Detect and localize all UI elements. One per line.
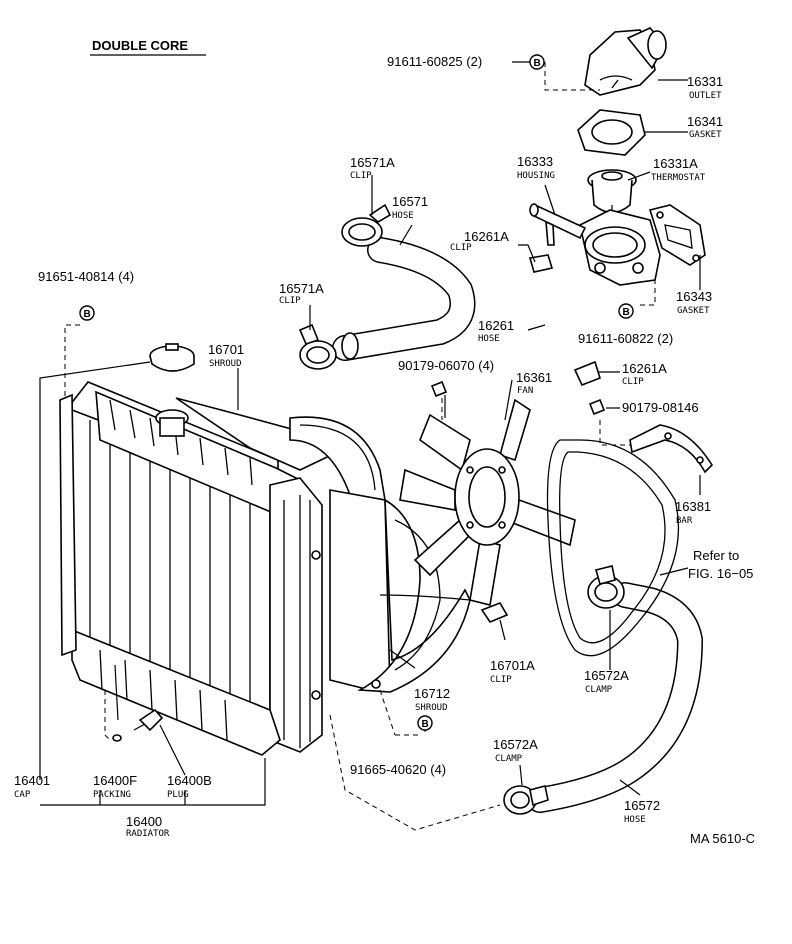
label-name-16261A-upper: CLIP — [450, 243, 472, 253]
bolt-90179-08146: 90179-08146 — [622, 400, 699, 415]
belt-outline — [546, 439, 680, 657]
thermostat — [587, 169, 637, 225]
label-name-16361: FAN — [517, 386, 533, 396]
refer-note-line-2: FIG. 16−05 — [688, 566, 753, 581]
label-name-16572A-lower: CLAMP — [495, 754, 523, 764]
hose-clip-upper — [528, 254, 554, 273]
label-name-16400: RADIATOR — [126, 829, 170, 839]
label-name-16701A: CLIP — [490, 675, 512, 685]
hose-clip-lower — [573, 360, 601, 387]
label-part-16701: 16701 — [208, 342, 244, 357]
bar — [629, 424, 714, 474]
label-part-16571: 16571 — [392, 194, 428, 209]
label-name-16701: SHROUD — [209, 359, 242, 369]
label-part-16261A-lower: 16261A — [622, 361, 667, 376]
label-name-16333: HOUSING — [517, 171, 555, 181]
diagram-title: DOUBLE CORE — [92, 38, 188, 53]
label-name-16571: HOSE — [392, 211, 414, 221]
label-part-16341: 16341 — [687, 114, 723, 129]
bolt-fan — [430, 380, 448, 398]
label-name-16261A-lower: CLIP — [622, 377, 644, 387]
label-part-16712: 16712 — [414, 686, 450, 701]
label-part-16400F: 16400F — [93, 773, 137, 788]
label-part-16343: 16343 — [676, 289, 712, 304]
label-part-16381: 16381 — [675, 499, 711, 514]
label-part-16331A: 16331A — [653, 156, 698, 171]
label-name-16343: GASKET — [677, 306, 710, 316]
label-name-16400B: PLUG — [167, 790, 189, 800]
label-part-16400: 16400 — [126, 814, 162, 829]
label-name-16572A-upper: CLAMP — [585, 685, 613, 695]
figure-code: MA 5610-C — [690, 831, 755, 846]
label-part-16571A-lower: 16571A — [279, 281, 324, 296]
label-part-16571A-upper: 16571A — [350, 155, 395, 170]
label-part-16333: 16333 — [517, 154, 553, 169]
bolt-91651-40814: 91651-40814 (4) — [38, 269, 134, 284]
label-name-16341: GASKET — [689, 130, 722, 140]
label-part-16361: 16361 — [516, 370, 552, 385]
outlet-gasket — [577, 109, 646, 156]
label-part-16261: 16261 — [478, 318, 514, 333]
bolt-bar — [588, 398, 606, 416]
label-part-16401: 16401 — [14, 773, 50, 788]
label-name-16572: HOSE — [624, 815, 646, 825]
label-name-16261: HOSE — [478, 334, 500, 344]
lower-hose-clamp-lower — [503, 785, 549, 815]
fan-clip — [480, 602, 509, 623]
lower-hose-clip — [298, 323, 337, 370]
bolt-marker-4: B — [417, 715, 433, 731]
water-outlet — [584, 27, 667, 96]
label-name-16571A-upper: CLIP — [350, 171, 372, 181]
label-name-16400F: PACKING — [93, 790, 131, 800]
label-part-16572A-lower: 16572A — [493, 737, 538, 752]
housing-gasket — [648, 204, 706, 266]
svg-text:B: B — [623, 307, 630, 318]
lower-hose-clamp-upper — [587, 565, 625, 609]
svg-text:B: B — [534, 58, 541, 69]
label-part-16572: 16572 — [624, 798, 660, 813]
label-part-16261A-upper: 16261A — [464, 229, 509, 244]
thermostat-housing — [529, 203, 661, 286]
svg-text:B: B — [422, 719, 429, 730]
bolt-91611-60825: 91611-60825 (2) — [387, 54, 482, 69]
radiator-cap — [149, 343, 195, 372]
shroud-lower — [329, 489, 471, 693]
upper-hose-clip — [341, 203, 392, 247]
refer-note-line-1: Refer to — [693, 548, 739, 563]
label-part-16331: 16331 — [687, 74, 723, 89]
fan — [399, 398, 576, 606]
label-name-16331A: THERMOSTAT — [651, 173, 706, 183]
bolt-marker-2: B — [618, 303, 634, 319]
label-name-16712: SHROUD — [415, 703, 448, 713]
bolt-91665-40620: 91665-40620 (4) — [350, 762, 446, 777]
label-name-16571A-lower: CLIP — [279, 296, 301, 306]
svg-text:B: B — [84, 309, 91, 320]
label-part-16701A: 16701A — [490, 658, 535, 673]
bolt-marker-1: B — [529, 54, 545, 70]
bolt-91611-60822: 91611-60822 (2) — [578, 331, 673, 346]
shroud-upper — [175, 397, 386, 501]
label-name-16401: CAP — [14, 790, 31, 800]
radiator — [59, 343, 323, 756]
bolt-90179-06070: 90179-06070 (4) — [398, 358, 494, 373]
bolt-marker-3: B — [79, 305, 95, 321]
label-name-16331: OUTLET — [689, 91, 722, 101]
label-name-16381: BAR — [676, 516, 693, 526]
drain-plug — [133, 708, 164, 732]
label-part-16400B: 16400B — [167, 773, 212, 788]
label-part-16572A-upper: 16572A — [584, 668, 629, 683]
